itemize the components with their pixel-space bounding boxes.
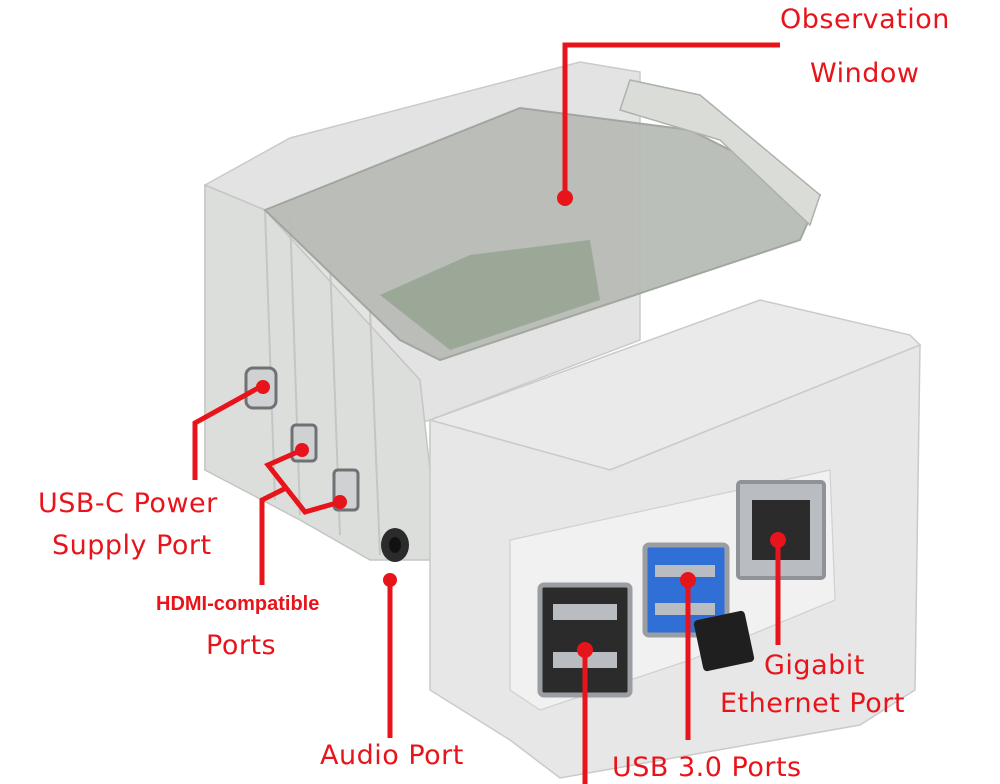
callout-hdmi-down — [259, 485, 288, 585]
label-ethernet-line1: Gigabit — [764, 650, 865, 681]
label-observation-line1: Observation — [780, 4, 950, 35]
label-hdmi-line2: Ports — [206, 630, 277, 661]
window-rim — [619, 79, 821, 227]
dot-ethernet — [770, 532, 786, 548]
dot-observation — [557, 190, 573, 206]
callout-dots — [256, 190, 786, 658]
callout-usbc — [192, 384, 262, 480]
din-clip-shape — [693, 610, 755, 672]
dot-usbc — [256, 380, 270, 394]
callout-lines — [192, 42, 781, 784]
label-usbc-line1: USB-C Power — [38, 488, 218, 519]
label-audio-port: Audio Port — [320, 740, 464, 771]
label-ethernet-line2: Ethernet Port — [720, 688, 905, 719]
callout-observation — [562, 42, 780, 198]
dot-usb2 — [577, 642, 593, 658]
label-usbc-line2: Supply Port — [52, 530, 212, 561]
dot-hdmi-2 — [333, 495, 347, 509]
dot-audio — [383, 573, 397, 587]
label-hdmi-line1: HDMI-compatible — [156, 593, 320, 615]
label-observation-line2: Window — [810, 58, 920, 89]
dot-usb3 — [680, 572, 696, 588]
callout-hdmi — [264, 447, 341, 515]
window-inner-board — [380, 240, 600, 350]
dot-hdmi-1 — [295, 443, 309, 457]
label-usb3-ports: USB 3.0 Ports — [612, 752, 802, 783]
